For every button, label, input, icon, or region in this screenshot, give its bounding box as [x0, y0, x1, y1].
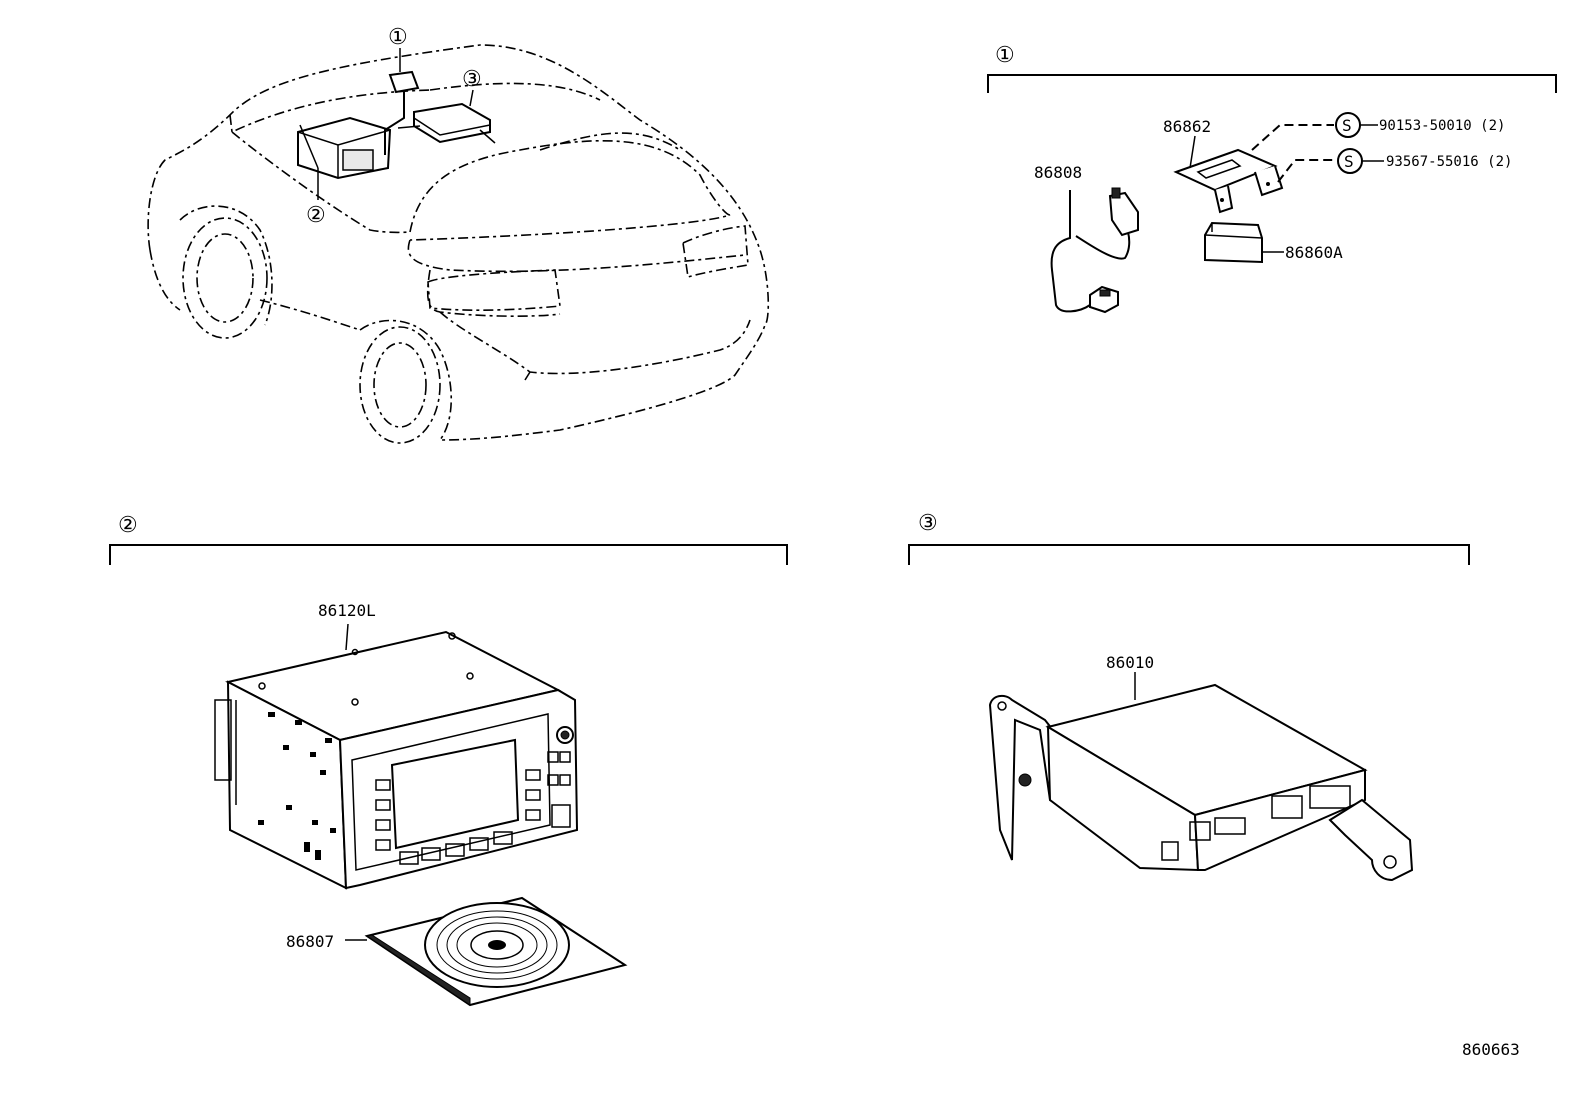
section-3-bracket-line — [908, 544, 1470, 565]
overview-callout-1: ① — [388, 25, 408, 50]
map-disc-86807 — [364, 896, 628, 1007]
section-2-receiver-group: ② — [109, 513, 788, 1007]
label-86862: 86862 — [1163, 117, 1211, 136]
label-86120L: 86120L — [318, 601, 376, 620]
screw-symbol-2-text: S — [1344, 152, 1354, 171]
label-93567-55016: 93567-55016 (2) — [1386, 154, 1512, 170]
label-90153-50010: 90153-50010 (2) — [1379, 118, 1505, 134]
section-1-antenna-group: ① 86862 S 90153-50010 (2) S 93567-55016 … — [987, 43, 1557, 314]
section-3-callout: ③ — [918, 511, 938, 536]
overview-callout-3: ③ — [462, 67, 482, 92]
vehicle-overview: ① ③ ② — [147, 25, 770, 444]
screw-symbol-1-text: S — [1342, 116, 1352, 135]
label-86860A: 86860A — [1285, 243, 1343, 262]
overview-callout-2: ② — [306, 203, 326, 228]
bracket-86862 — [1173, 148, 1284, 214]
nav-receiver-86120L — [214, 630, 579, 890]
section-2-bracket-line — [109, 544, 788, 565]
label-86808: 86808 — [1034, 163, 1082, 182]
section-2-callout: ② — [118, 513, 138, 538]
diagram-id: 860663 — [1462, 1040, 1520, 1059]
antenna-cord-86808 — [1050, 187, 1139, 314]
nav-computer-86010 — [988, 683, 1414, 882]
label-86010: 86010 — [1106, 653, 1154, 672]
section-1-callout: ① — [995, 43, 1015, 68]
section-3-computer-group: ③ 86010 — [908, 511, 1470, 882]
antenna-86860A — [1204, 221, 1263, 264]
label-86807: 86807 — [286, 932, 334, 951]
section-1-bracket-line — [987, 74, 1557, 93]
